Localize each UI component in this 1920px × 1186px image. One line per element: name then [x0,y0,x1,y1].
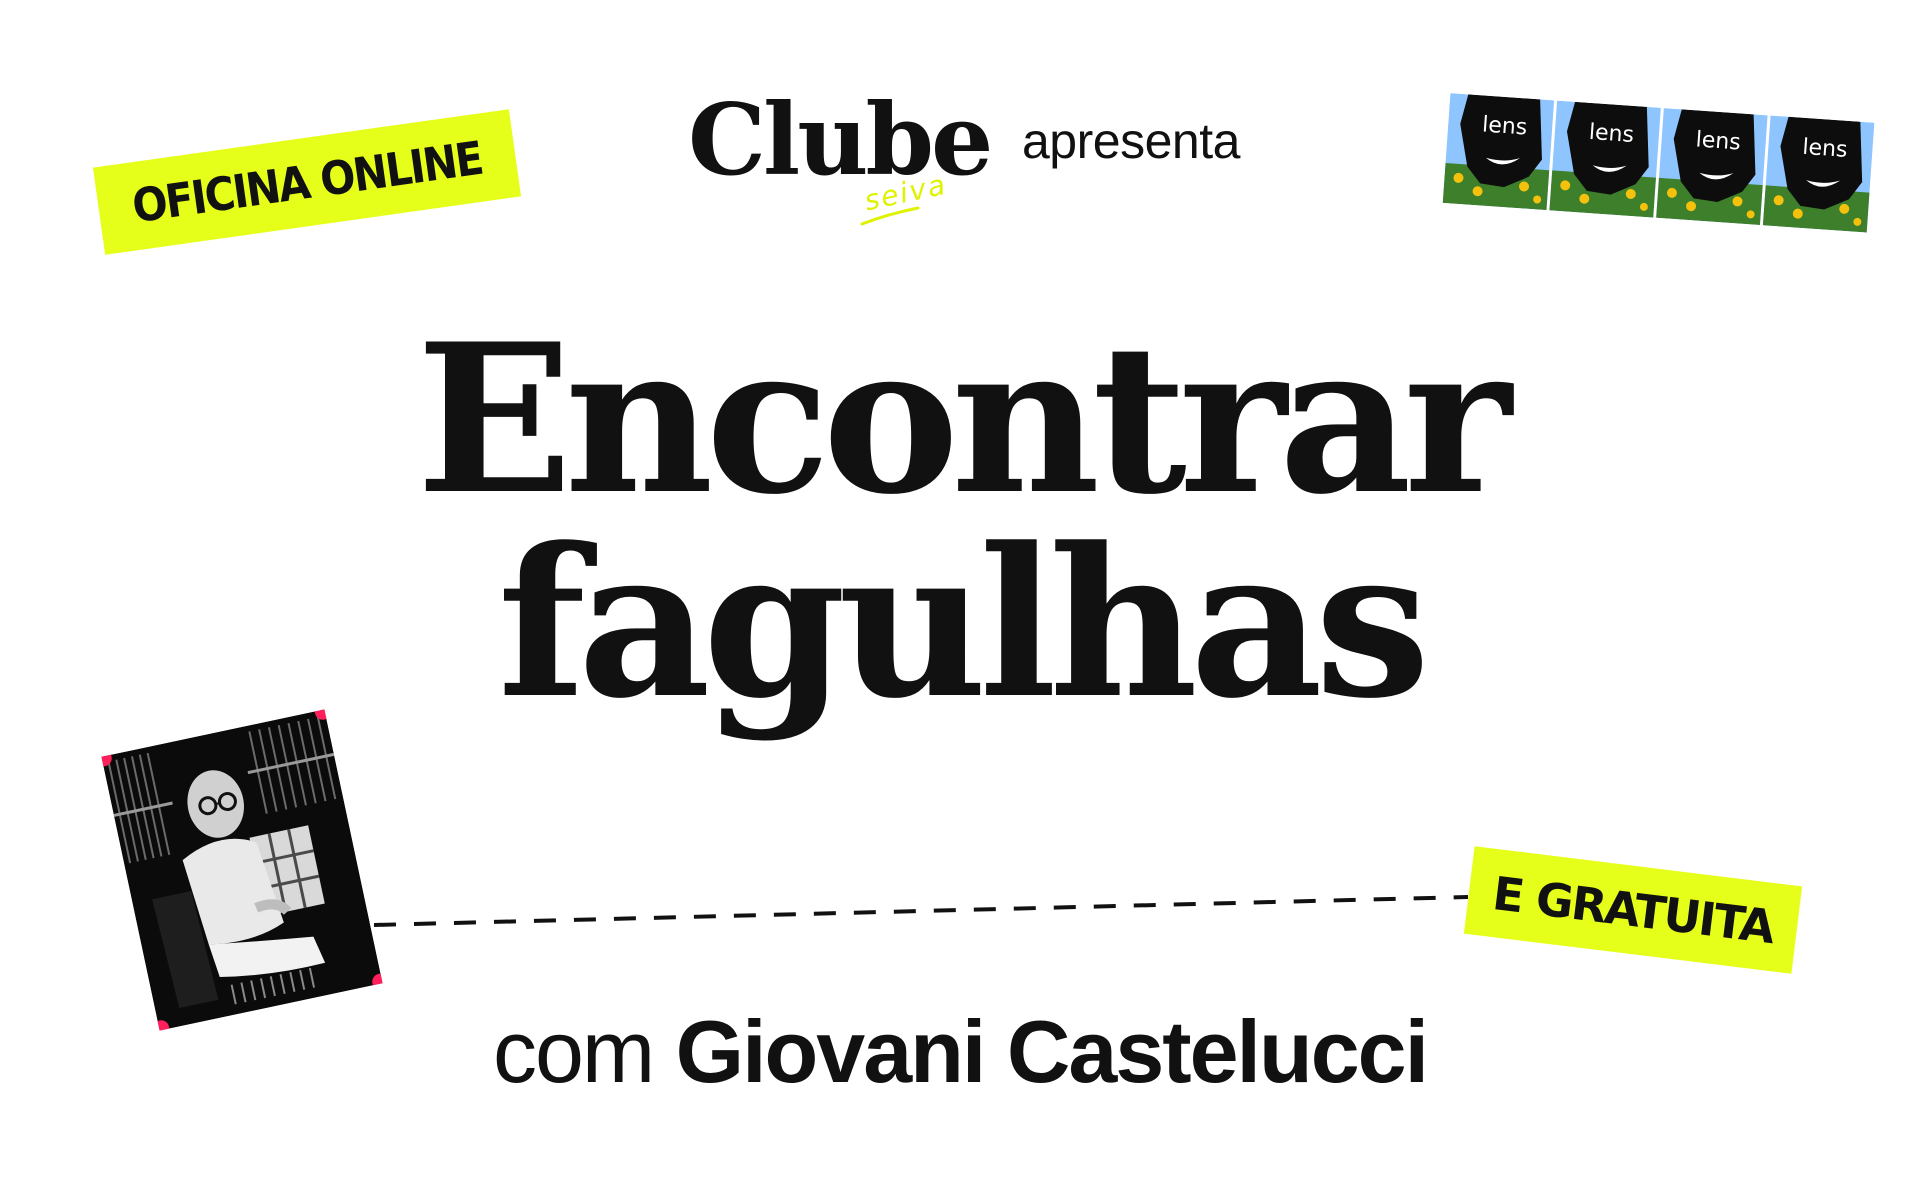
film-frame-label: lens [1588,120,1635,148]
film-frame-label: lens [1695,127,1742,155]
speaker-name: Giovani Castelucci [675,1002,1429,1101]
page-title: Encontrar fagulhas [0,300,1920,744]
subtitle-prefix: com [492,1002,676,1101]
title-line-1: Encontrar [416,300,1511,540]
film-frame: lens [1656,108,1768,226]
film-frame-label: lens [1802,135,1849,163]
film-strip-image: lens lens lens lens [1442,93,1875,233]
film-frame-label: lens [1481,112,1528,140]
photo-corner-handle [101,750,112,767]
sticker-oficina-online-label: OFICINA ONLINE [128,130,486,234]
speaker-subtitle: com Giovani Castelucci [0,1008,1920,1096]
film-frame: lens [1442,93,1555,211]
logo-underline-icon [860,206,920,226]
speaker-photo [101,709,383,1031]
dashed-connector [374,895,1468,927]
sticker-e-gratuita-label: E GRATUITA [1489,866,1777,954]
clube-seiva-logo: Clube seiva [688,92,998,232]
sticker-e-gratuita: E GRATUITA [1463,846,1803,974]
sticker-oficina-online: OFICINA ONLINE [92,109,522,255]
film-frame: lens [1762,115,1875,233]
presents-text: apresenta [1022,113,1240,169]
logo-word: Clube [688,83,993,198]
title-line-2: fagulhas [497,504,1431,744]
film-frame: lens [1549,100,1661,218]
